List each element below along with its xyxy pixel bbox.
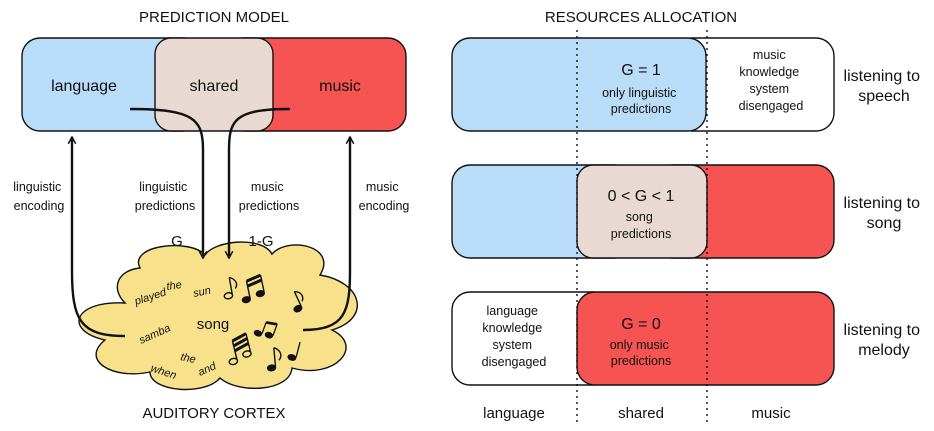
- music-predictions-arrow: [229, 107, 291, 258]
- gain-description-line-1: only linguistic: [602, 86, 676, 100]
- shared-label: shared: [190, 78, 239, 95]
- music-encoding-line-1: music: [366, 180, 399, 194]
- listening-state-line-2: melody: [858, 342, 910, 359]
- gain-description-line-2: predictions: [611, 227, 671, 241]
- eighth-note-icon: [223, 276, 238, 300]
- eighth-note-icon: [293, 290, 304, 313]
- eighth-note-icon: [266, 346, 282, 372]
- music-encoding-label: music encoding: [359, 180, 410, 213]
- prediction-model-title: PREDICTION MODEL: [139, 9, 289, 26]
- prediction-model-bar: language shared music: [21, 37, 407, 132]
- auditory-cortex-cloud: [78, 241, 358, 391]
- listening-state-label: listening to speech: [844, 68, 925, 105]
- disengaged-text: language knowledge system disengaged: [482, 304, 547, 369]
- gain-description: only linguistic predictions: [602, 86, 680, 116]
- gain-description: only music predictions: [610, 338, 673, 368]
- listening-state-label: listening to melody: [844, 322, 925, 359]
- eighth-note-icon: [287, 341, 301, 361]
- linguistic-encoding-label: linguistic encoding: [13, 180, 64, 213]
- disengaged-line-4: disengaged: [482, 355, 547, 369]
- music-predictions-line-2: predictions: [239, 199, 299, 213]
- listening-state-line-1: listening to: [844, 68, 921, 85]
- allocation-row-melody: language knowledge system disengaged G =…: [451, 291, 925, 386]
- disengaged-line-1: language: [487, 304, 538, 318]
- beamed-notes-icon: [228, 332, 252, 366]
- listening-state-label: listening to song: [844, 195, 925, 232]
- disengaged-line-3: system: [492, 338, 532, 352]
- gain-description-line-2: predictions: [611, 102, 671, 116]
- allocation-row-speech: G = 1 only linguistic predictions music …: [451, 37, 925, 132]
- music-encoding-line-2: encoding: [359, 199, 410, 213]
- footer-language-label: language: [483, 405, 545, 422]
- music-label: music: [319, 78, 361, 95]
- allocation-row-song: 0 < G < 1 song predictions listening to …: [451, 164, 925, 259]
- music-notes: [223, 273, 304, 372]
- linguistic-predictions-arrow: [129, 107, 203, 258]
- listening-state-line-2: speech: [858, 88, 910, 105]
- disengaged-line-4: disengaged: [739, 99, 804, 113]
- music-active-box: [576, 291, 835, 386]
- music-predictions-line-1: music: [251, 180, 284, 194]
- linguistic-predictions-label: linguistic predictions: [135, 180, 195, 213]
- gain-description-line-1: only music: [610, 338, 669, 352]
- listening-state-line-1: listening to: [844, 322, 921, 339]
- disengaged-line-2: knowledge: [739, 65, 799, 79]
- disengaged-text: music knowledge system disengaged: [739, 48, 804, 113]
- gain-description-line-1: song: [626, 210, 653, 224]
- resources-allocation-title: RESOURCES ALLOCATION: [545, 9, 737, 26]
- footer-shared-label: shared: [618, 405, 664, 422]
- gain-description: song predictions: [611, 210, 671, 241]
- language-active-box: [451, 37, 707, 132]
- shared-segment: [154, 37, 274, 132]
- cloud-center-word: song: [197, 316, 230, 333]
- listening-state-line-1: listening to: [844, 195, 921, 212]
- music-encoding-arrow: [302, 137, 350, 332]
- gain-one-minus-g-label: 1-G: [248, 233, 273, 250]
- music-predictions-label: music predictions: [239, 180, 299, 213]
- linguistic-encoding-line-1: linguistic: [13, 180, 61, 194]
- disengaged-line-3: system: [749, 82, 789, 96]
- cloud-word: the: [166, 279, 183, 293]
- auditory-cortex-title: AUDITORY CORTEX: [142, 405, 285, 422]
- gain-value: G = 1: [621, 62, 661, 79]
- cloud-word: the: [179, 351, 196, 366]
- linguistic-encoding-line-2: encoding: [14, 199, 65, 213]
- gain-value: G = 0: [621, 316, 661, 333]
- linguistic-encoding-arrow: [72, 137, 126, 338]
- gain-g-label: G: [171, 233, 183, 250]
- gain-value: 0 < G < 1: [608, 188, 675, 205]
- disengaged-line-2: knowledge: [482, 321, 542, 335]
- gain-description-line-2: predictions: [611, 354, 671, 368]
- disengaged-line-1: music: [753, 48, 786, 62]
- beamed-notes-icon: [241, 273, 266, 304]
- listening-state-line-2: song: [867, 215, 902, 232]
- language-label: language: [51, 78, 117, 95]
- linguistic-predictions-line-1: linguistic: [139, 180, 187, 194]
- linguistic-predictions-line-2: predictions: [135, 199, 195, 213]
- cloud-word: sun: [192, 285, 212, 300]
- footer-music-label: music: [751, 405, 791, 422]
- beamed-notes-icon: [253, 321, 278, 339]
